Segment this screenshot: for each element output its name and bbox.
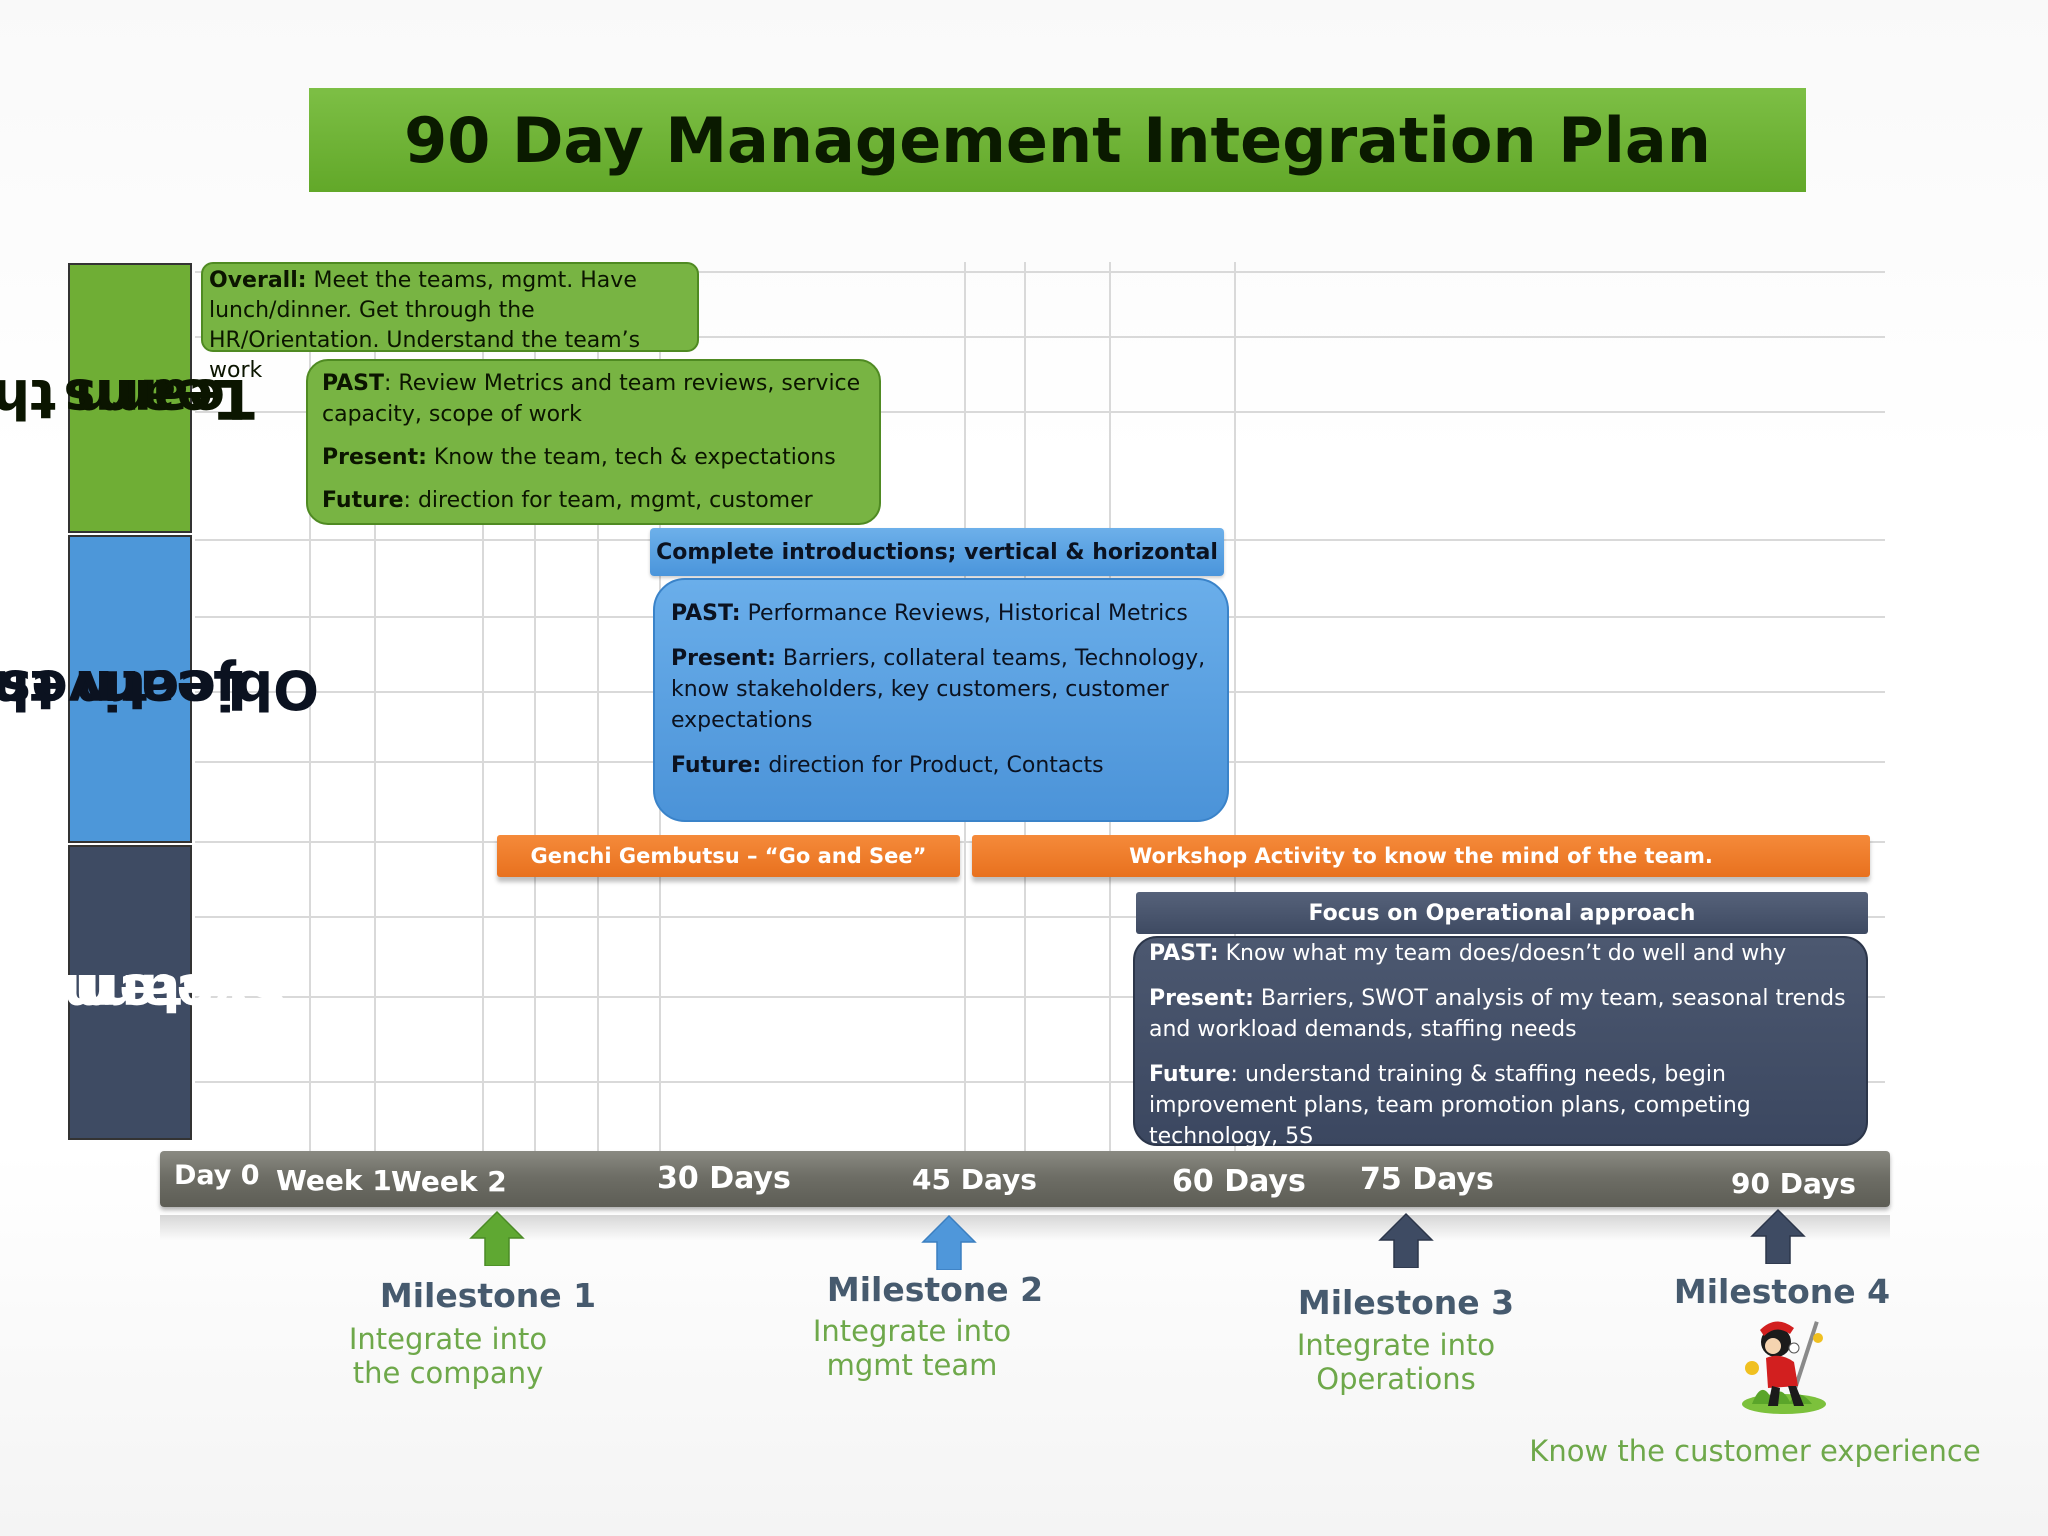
milestone-1-title: Milestone 1 xyxy=(379,1276,597,1315)
past-label: PAST: xyxy=(1149,941,1219,966)
milestone-3-title: Milestone 3 xyxy=(1297,1283,1515,1322)
systems-detail-box: PAST: Know what my team does/doesn’t do … xyxy=(1133,936,1868,1149)
milestone-2-line-1: Integrate into xyxy=(812,1314,1012,1348)
future-label: Future xyxy=(322,488,404,513)
overall-label: Overall: xyxy=(209,268,307,293)
future-label: Future: xyxy=(671,753,762,778)
present-text: Barriers, collateral teams, Technology, … xyxy=(671,646,1206,733)
timeline-bar xyxy=(160,1151,1890,1207)
future-text: direction for Product, Contacts xyxy=(761,753,1104,778)
workshop-activity-bar: Workshop Activity to know the mind of th… xyxy=(972,835,1870,877)
present-text: Barriers, SWOT analysis of my team, seas… xyxy=(1149,986,1846,1042)
overall-box: Overall: Meet the teams, mgmt. Have lunc… xyxy=(201,262,699,383)
present-text: Know the team, tech & expectations xyxy=(426,445,836,470)
milestone-2-title: Milestone 2 xyxy=(826,1270,1044,1309)
past-text: Performance Reviews, Historical Metrics xyxy=(740,601,1188,626)
milestone-2-line-2: mgmt team xyxy=(826,1348,998,1382)
systems-future: Future: understand training & staffing n… xyxy=(1149,1059,1852,1152)
timeline-30-days: 30 Days xyxy=(657,1161,791,1196)
milestone-4-title: Milestone 4 xyxy=(1673,1272,1891,1311)
timeline-day-0: Day 0 xyxy=(174,1160,260,1191)
section-label-learn-the-teams: Learn theTeams xyxy=(0,263,255,533)
present-label: Present: xyxy=(1149,986,1254,1011)
teams-detail-box: PAST: Review Metrics and team reviews, s… xyxy=(306,359,881,525)
label-line-2: Systems xyxy=(30,961,288,1025)
objectives-present: Present: Barriers, collateral teams, Tec… xyxy=(671,643,1211,736)
milestone-3-line-2: Operations xyxy=(1316,1362,1476,1396)
past-text: Know what my team does/doesn’t do well a… xyxy=(1218,941,1787,966)
golfer-clipart-icon xyxy=(1742,1321,1826,1414)
timeline-reflection xyxy=(160,1215,1890,1241)
teams-present: Present: Know the team, tech & expectati… xyxy=(322,442,865,473)
teams-future: Future: direction for team, mgmt, custom… xyxy=(322,485,865,516)
present-label: Present: xyxy=(671,646,776,671)
timeline-90-days: 90 Days xyxy=(1731,1167,1856,1200)
timeline-75-days: 75 Days xyxy=(1360,1162,1494,1197)
timeline-week-1: Week 1 xyxy=(276,1164,392,1197)
overall-text: Meet the teams, mgmt. Have lunch/dinner.… xyxy=(209,268,641,383)
objectives-past: PAST: Performance Reviews, Historical Me… xyxy=(671,598,1211,629)
milestone-3-arrow-icon xyxy=(1378,1212,1434,1268)
teams-past: PAST: Review Metrics and team reviews, s… xyxy=(322,368,865,430)
label-line-2: Objectives xyxy=(0,658,319,721)
section-label-learn-the-systems: Learn theSystems xyxy=(0,845,288,1140)
objectives-detail-box: PAST: Performance Reviews, Historical Me… xyxy=(653,578,1229,822)
past-text: : Review Metrics and team reviews, servi… xyxy=(322,371,861,427)
milestone-3-line-1: Integrate into xyxy=(1296,1328,1496,1362)
timeline-45-days: 45 Days xyxy=(912,1163,1037,1196)
systems-past: PAST: Know what my team does/doesn’t do … xyxy=(1149,938,1852,969)
genchi-gembutsu-bar: Genchi Gembutsu – “Go and See” xyxy=(497,835,960,877)
systems-present: Present: Barriers, SWOT analysis of my t… xyxy=(1149,983,1852,1045)
future-text: : direction for team, mgmt, customer xyxy=(403,488,813,513)
milestone-4-arrow-icon xyxy=(1750,1208,1806,1264)
objectives-future: Future: direction for Product, Contacts xyxy=(671,750,1211,781)
present-label: Present: xyxy=(322,445,427,470)
systems-header: Focus on Operational approach xyxy=(1136,892,1868,934)
future-label: Future xyxy=(1149,1062,1231,1087)
timeline-week-2: Week 2 xyxy=(391,1165,507,1198)
milestone-2-arrow-icon xyxy=(921,1214,977,1270)
milestone-1-line-2: the company xyxy=(352,1356,544,1390)
milestone-1-line-1: Integrate into xyxy=(348,1322,548,1356)
section-label-learn-the-objectives: Learn theObjectives xyxy=(0,535,319,843)
past-label: PAST xyxy=(322,371,384,396)
future-text: : understand training & staffing needs, … xyxy=(1149,1062,1751,1149)
milestone-4-caption: Know the customer experience xyxy=(1529,1434,1981,1468)
past-label: PAST: xyxy=(671,601,741,626)
page-title: 90 Day Management Integration Plan xyxy=(309,88,1806,192)
objectives-header: Complete introductions; vertical & horiz… xyxy=(650,528,1224,576)
timeline-60-days: 60 Days xyxy=(1172,1164,1306,1199)
milestone-1-arrow-icon xyxy=(469,1210,525,1266)
